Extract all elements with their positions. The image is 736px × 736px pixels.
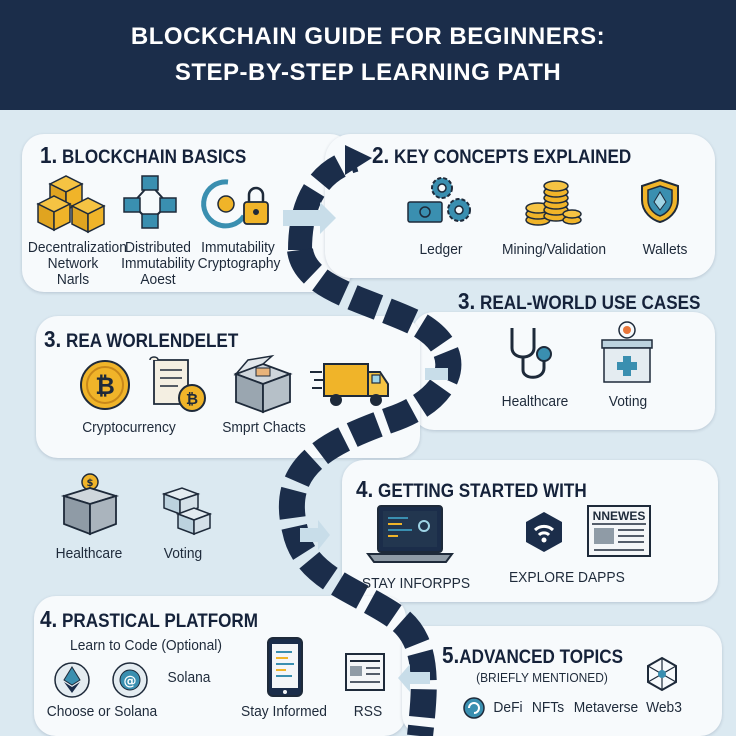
truck-icon xyxy=(310,363,389,406)
subtitle-learn-to-code: Learn to Code (Optional) xyxy=(70,637,222,654)
label-network: Network xyxy=(47,255,99,272)
label-stay-inforpps: STAY INFORPPS xyxy=(361,575,471,592)
stethoscope-icon xyxy=(510,328,552,379)
label-voting-a: Voting xyxy=(608,393,648,410)
label-immutability-1: Immutability xyxy=(121,255,195,272)
label-solana: Solana xyxy=(167,669,211,686)
ethereum-icon xyxy=(54,662,90,698)
label-voting-b: Voting xyxy=(163,545,203,562)
laptop-icon xyxy=(366,505,454,563)
web3-network-icon xyxy=(647,656,677,692)
page-header: BLOCKCHAIN GUIDE FOR BEGINNERS: STEP-BY-… xyxy=(0,0,736,110)
network-icon xyxy=(123,175,177,229)
step3a-heading: 3. REAL-WORLD USE CASES xyxy=(458,288,701,314)
label-healthcare-a: Healthcare xyxy=(501,393,569,410)
label-aoest: Aoest xyxy=(140,271,176,288)
label-mining-validation: Mining/Validation xyxy=(501,241,607,258)
title-line-1: BLOCKCHAIN GUIDE FOR BEGINNERS: xyxy=(130,23,606,50)
title-line-2: STEP-BY-STEP LEARNING PATH xyxy=(174,59,562,86)
gears-icon xyxy=(407,177,471,223)
label-web3: Web3 xyxy=(646,699,682,716)
label-narls: Narls xyxy=(56,271,90,288)
bitcoin-icon: ₿ xyxy=(80,360,130,410)
label-wallets: Wallets xyxy=(642,241,688,258)
box-icon xyxy=(233,354,293,414)
coin-at-icon: @ xyxy=(112,662,148,698)
svg-text:₿: ₿ xyxy=(186,390,198,408)
label-smprt-chacts: Smprt Chacts xyxy=(222,419,306,436)
label-nfts: NFTs xyxy=(531,699,565,716)
coins-icon xyxy=(525,180,582,226)
dapp-icon xyxy=(526,512,562,552)
blocks-icon xyxy=(161,487,213,536)
step4a-heading: 4. GETTING STARTED WITH xyxy=(356,476,587,502)
wallet-shield-icon xyxy=(641,178,679,224)
newspaper-icon: NNEWES xyxy=(587,505,651,557)
svg-text:@: @ xyxy=(124,674,137,689)
lock-cycle-icon xyxy=(201,179,269,229)
step2-heading: 2. KEY CONCEPTS EXPLAINED xyxy=(372,142,632,168)
label-distributed: Distributed xyxy=(125,239,191,256)
label-immutability-2: Immutability xyxy=(201,239,275,256)
step5-heading: 5.ADVANCED TOPICS xyxy=(442,642,624,668)
label-choose-or-solana: Choose or Solana xyxy=(46,703,158,720)
label-metaverse: Metaverse xyxy=(573,699,639,716)
cubes-icon xyxy=(36,175,106,234)
label-rss: RSS xyxy=(353,703,383,720)
contract-icon: ₿ xyxy=(149,356,206,412)
svg-text:₿: ₿ xyxy=(95,372,115,400)
label-ledger: Ledger xyxy=(419,241,463,258)
step4b-heading: 4. PRASTICAL PLATFORM xyxy=(40,606,259,632)
label-explore-dapps: EXPLORE DAPPS xyxy=(508,569,625,586)
label-cryptocurrency: Cryptocurrency xyxy=(82,419,176,436)
label-defi: DeFi xyxy=(493,699,523,716)
newspaper-masthead: NNEWES xyxy=(593,509,646,523)
subtitle-briefly-mentioned: (BRIEFLY MENTIONED) xyxy=(476,670,608,685)
label-cryptography: Cryptography xyxy=(197,255,281,272)
label-decentralization: Decentralization xyxy=(27,239,127,256)
svg-text:$: $ xyxy=(87,478,94,489)
ballot-box-icon xyxy=(601,321,653,383)
card-real-world-use-cases xyxy=(412,312,715,430)
phone-code-icon xyxy=(267,637,303,697)
step1-heading: 1. BLOCKCHAIN BASICS xyxy=(40,142,247,168)
defi-icon xyxy=(463,697,485,719)
label-stay-informed: Stay Informed xyxy=(241,703,327,720)
rss-news-icon xyxy=(345,653,385,691)
label-healthcare-b: Healthcare xyxy=(55,545,123,562)
donation-box-icon: $ xyxy=(60,473,120,536)
step3b-heading: 3. REA WORLENDELET xyxy=(44,326,239,352)
